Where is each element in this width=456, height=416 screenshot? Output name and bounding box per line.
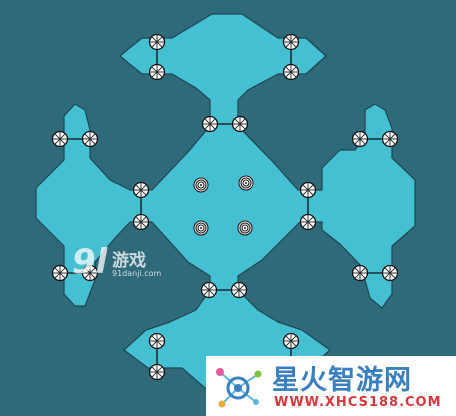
concentric-spiral-icon[interactable]	[193, 220, 209, 236]
spoked-wheel-icon[interactable]	[81, 130, 99, 148]
spoked-wheel-icon[interactable]	[51, 130, 69, 148]
concentric-spiral-icon[interactable]	[237, 220, 253, 236]
spoked-wheel-icon[interactable]	[230, 281, 248, 299]
spoked-wheel-icon[interactable]	[51, 264, 69, 282]
watermark-91-domain: 91danji.com	[112, 269, 162, 278]
watermark-xhcs: 星火智游网 WWW.XHCS188.COM	[206, 356, 456, 416]
watermark-91-brand: 游戏	[112, 251, 146, 271]
spoked-wheel-icon[interactable]	[231, 115, 249, 133]
spoked-wheel-icon[interactable]	[148, 63, 166, 81]
concentric-spiral-icon[interactable]	[193, 177, 209, 193]
spoked-wheel-icon[interactable]	[148, 33, 166, 51]
spoked-wheel-icon[interactable]	[201, 115, 219, 133]
spoked-wheel-icon[interactable]	[299, 213, 317, 231]
watermark-91danji: 9l 游戏 91danji.com	[72, 242, 232, 292]
spoked-wheel-icon[interactable]	[282, 33, 300, 51]
spoked-wheel-icon[interactable]	[282, 332, 300, 350]
spoked-wheel-icon[interactable]	[148, 363, 166, 381]
spoked-wheel-icon[interactable]	[282, 63, 300, 81]
spoked-wheel-icon[interactable]	[299, 181, 317, 199]
spoked-wheel-icon[interactable]	[81, 264, 99, 282]
spoked-wheel-icon[interactable]	[200, 281, 218, 299]
spoked-wheel-icon[interactable]	[381, 264, 399, 282]
concentric-spiral-icon[interactable]	[238, 175, 254, 191]
center-buttons	[193, 175, 254, 236]
network-logo-icon	[216, 368, 262, 408]
watermark-91-glyph: 9l	[72, 242, 108, 282]
spoked-wheel-icon[interactable]	[381, 130, 399, 148]
spoked-wheel-icon[interactable]	[132, 181, 150, 199]
spoked-wheel-icon[interactable]	[132, 213, 150, 231]
watermark-xhcs-url: WWW.XHCS188.COM	[274, 395, 442, 410]
spoked-wheel-icon[interactable]	[351, 264, 369, 282]
watermark-xhcs-title: 星火智游网	[272, 365, 412, 396]
spoked-wheel-icon[interactable]	[351, 130, 369, 148]
spoked-wheel-icon[interactable]	[148, 332, 166, 350]
